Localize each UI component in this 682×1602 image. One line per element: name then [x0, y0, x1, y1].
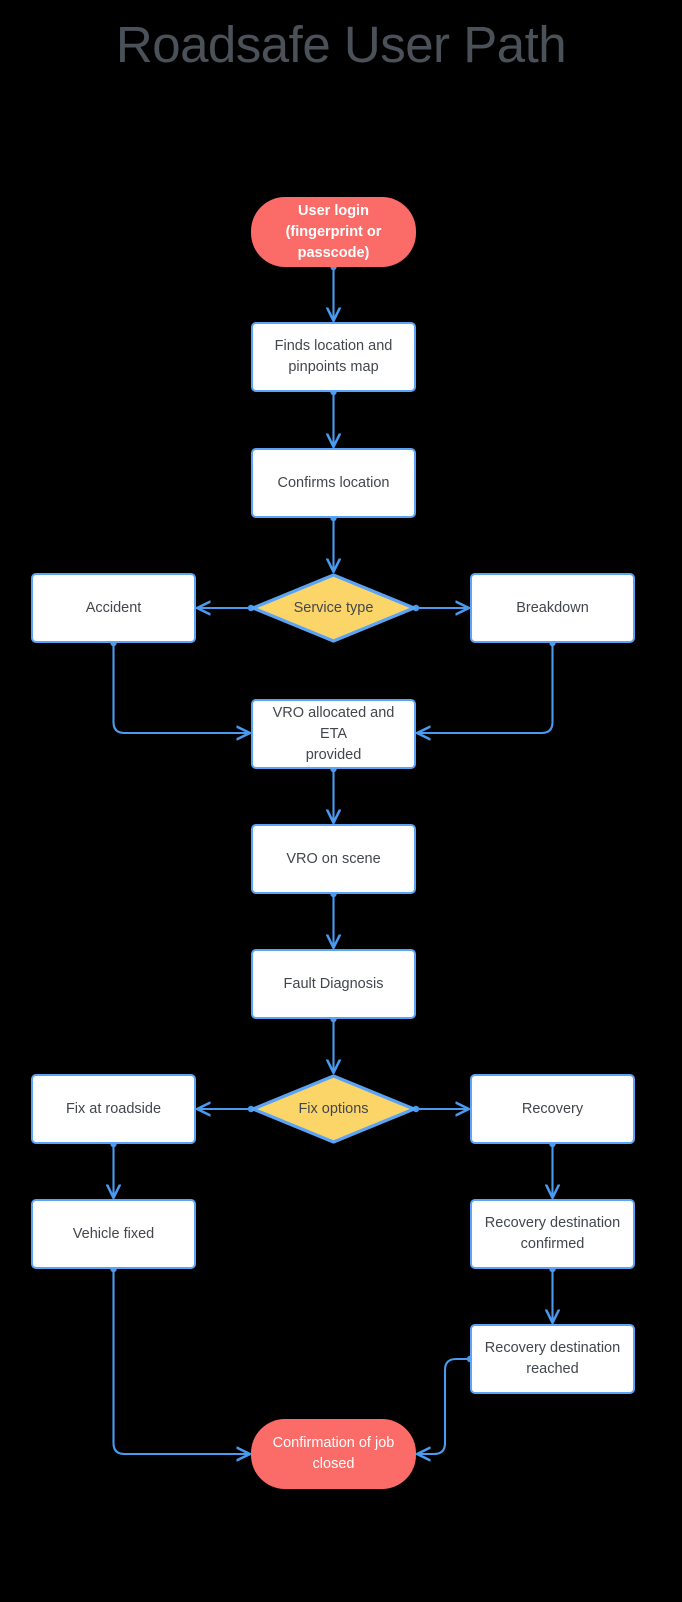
node-vro-allocated[interactable]: VRO allocated and ETA provided: [251, 699, 416, 769]
node-recovery-destination-confirmed[interactable]: Recovery destination confirmed: [470, 1199, 635, 1269]
page-title: Roadsafe User Path: [115, 16, 567, 73]
node-label: Fix options: [298, 1100, 369, 1117]
node-finds-location[interactable]: Finds location and pinpoints map: [251, 322, 416, 392]
edge-accident-to-vro-allocated: [112, 643, 250, 733]
node-label: Confirmation of job closed: [272, 1435, 395, 1472]
edge-vehicle-fixed-to-confirmation-closed: [112, 1269, 250, 1454]
node-label: Fix at roadside: [65, 1100, 162, 1117]
diamond-shape: [251, 1074, 416, 1144]
node-label: Vehicle fixed: [72, 1225, 155, 1242]
node-fix-options[interactable]: Fix options: [251, 1074, 416, 1144]
node-fault-diagnosis[interactable]: Fault Diagnosis: [251, 949, 416, 1019]
node-service-type[interactable]: Service type: [251, 573, 416, 643]
node-label: User login (fingerprint or passcode): [285, 202, 382, 261]
diamond-shape: [251, 573, 416, 643]
node-confirms-location[interactable]: Confirms location: [251, 448, 416, 518]
node-label: Breakdown: [516, 599, 589, 616]
node-user-login[interactable]: User login (fingerprint or passcode): [251, 197, 416, 267]
node-label: Recovery: [521, 1100, 584, 1117]
node-label: Accident: [85, 599, 142, 616]
edge-breakdown-to-vro-allocated: [418, 643, 554, 733]
node-label: Recovery destination reached: [484, 1340, 621, 1377]
node-label: VRO allocated and ETA provided: [272, 704, 395, 763]
node-vehicle-fixed[interactable]: Vehicle fixed: [31, 1199, 196, 1269]
node-recovery[interactable]: Recovery: [470, 1074, 635, 1144]
node-recovery-destination-reached[interactable]: Recovery destination reached: [470, 1324, 635, 1394]
node-breakdown[interactable]: Breakdown: [470, 573, 635, 643]
node-vro-on-scene[interactable]: VRO on scene: [251, 824, 416, 894]
node-label: Confirms location: [277, 474, 390, 491]
node-label: VRO on scene: [286, 850, 381, 867]
node-fix-at-roadside[interactable]: Fix at roadside: [31, 1074, 196, 1144]
node-label: Fault Diagnosis: [283, 975, 384, 992]
edge-recovery-dest-reached-to-confirmation-closed: [418, 1357, 470, 1454]
node-label: Recovery destination confirmed: [484, 1215, 621, 1252]
node-accident[interactable]: Accident: [31, 573, 196, 643]
node-confirmation-of-job-closed[interactable]: Confirmation of job closed: [251, 1419, 416, 1489]
node-label: Finds location and pinpoints map: [274, 338, 393, 375]
node-label: Service type: [293, 599, 374, 616]
